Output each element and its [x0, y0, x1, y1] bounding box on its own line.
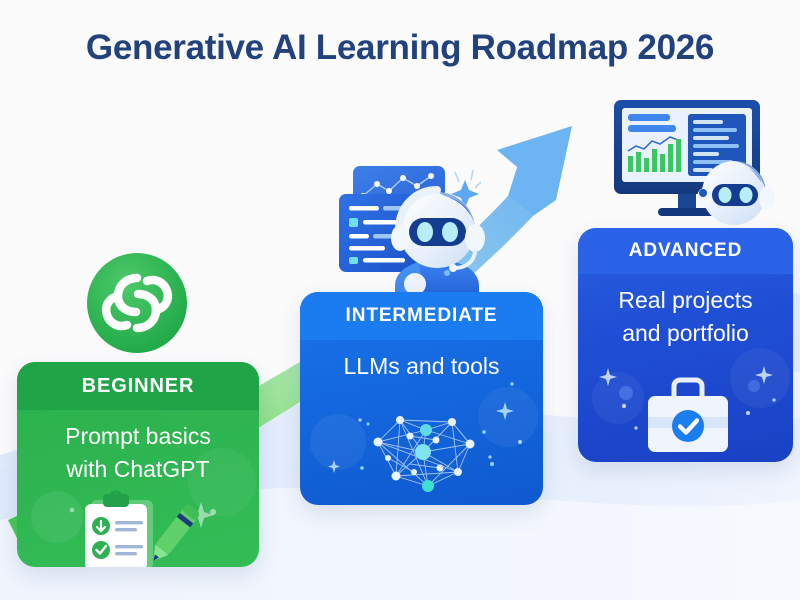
card-beginner-decor: [31, 448, 256, 543]
ai-robot-with-documents: [339, 166, 485, 308]
card-intermediate-body: LLMs and tools: [300, 350, 543, 383]
card-advanced-line1: Real projects: [618, 287, 753, 313]
card-beginner-header: BEGINNER: [17, 362, 259, 410]
card-advanced[interactable]: ADVANCED Real projects and portfolio: [578, 228, 793, 462]
card-beginner-line1: Prompt basics: [65, 423, 211, 449]
card-beginner-body: Prompt basics with ChatGPT: [17, 420, 259, 485]
card-intermediate[interactable]: INTERMEDIATE LLMs and tools: [300, 292, 543, 505]
chatgpt-logo: [87, 253, 187, 353]
card-advanced-header: ADVANCED: [578, 228, 793, 274]
card-advanced-decor: [592, 348, 790, 430]
page-title: Generative AI Learning Roadmap 2026: [85, 28, 715, 67]
card-beginner-line2: with ChatGPT: [66, 455, 210, 482]
card-advanced-body: Real projects and portfolio: [578, 284, 793, 349]
card-intermediate-header: INTERMEDIATE: [300, 292, 543, 340]
card-advanced-level: ADVANCED: [628, 240, 743, 261]
neural-network-icon: [360, 416, 494, 492]
card-intermediate-line1: LLMs and tools: [343, 353, 500, 379]
dashboard-monitor-with-robot: [614, 100, 775, 225]
clipboard-checklist-icon: [85, 490, 199, 567]
card-beginner-level: BEGINNER: [81, 374, 195, 397]
card-advanced-line2: and portfolio: [622, 319, 749, 346]
card-intermediate-level: INTERMEDIATE: [345, 305, 498, 326]
card-beginner[interactable]: BEGINNER Prompt basics with ChatGPT: [17, 362, 259, 567]
briefcase-check-icon: [648, 377, 728, 452]
